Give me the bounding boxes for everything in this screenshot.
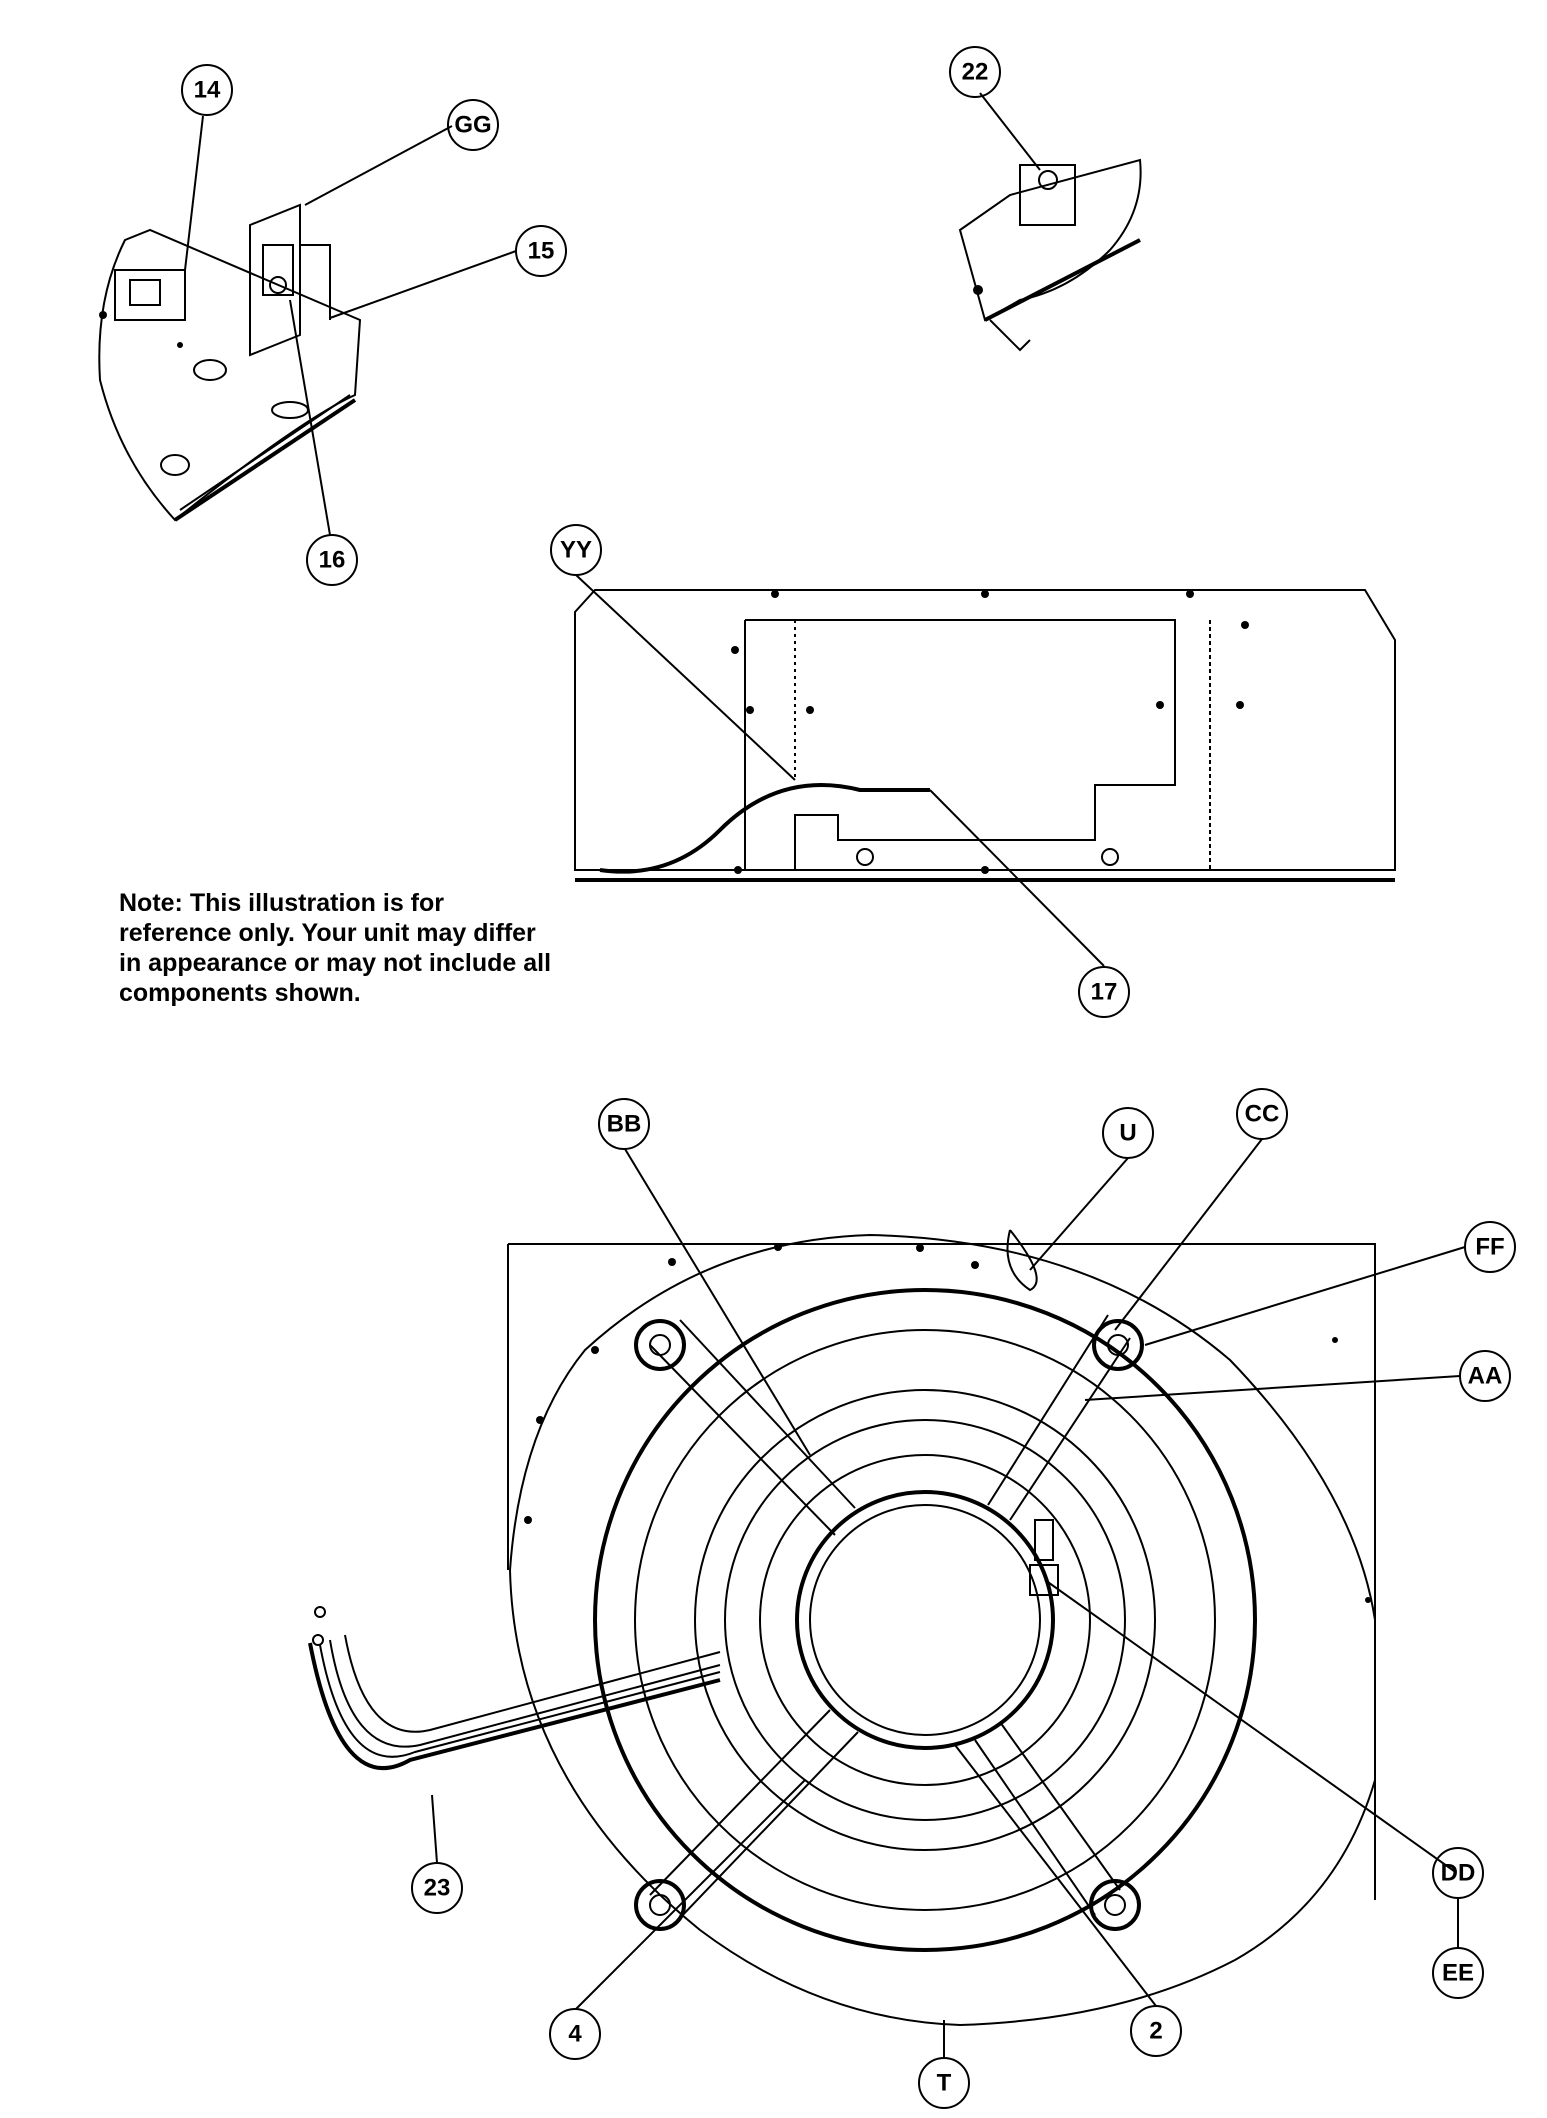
svg-text:14: 14 bbox=[194, 77, 221, 104]
callout-14: 14 bbox=[181, 64, 233, 116]
svg-text:DD: DD bbox=[1441, 1860, 1476, 1887]
svg-text:16: 16 bbox=[319, 547, 346, 574]
callout-aa: AA bbox=[1459, 1350, 1511, 1402]
callout-t: T bbox=[918, 2057, 970, 2109]
control-bracket-assembly bbox=[98, 203, 362, 522]
svg-text:17: 17 bbox=[1091, 979, 1118, 1006]
callout-bb: BB bbox=[598, 1098, 650, 1150]
svg-text:22: 22 bbox=[962, 59, 989, 86]
callout-ee: EE bbox=[1432, 1947, 1484, 1999]
leader-lines bbox=[184, 92, 1466, 2058]
callout-22: 22 bbox=[949, 46, 1001, 98]
svg-text:U: U bbox=[1119, 1120, 1136, 1147]
blower-panel bbox=[574, 589, 1396, 882]
blower-housing bbox=[308, 1229, 1376, 2027]
reference-note: Note: This illustration is for reference… bbox=[119, 889, 552, 1007]
callout-2: 2 bbox=[1130, 2005, 1182, 2057]
svg-text:FF: FF bbox=[1475, 1234, 1504, 1261]
svg-text:4: 4 bbox=[568, 2021, 582, 2048]
callout-15: 15 bbox=[515, 225, 567, 277]
svg-text:CC: CC bbox=[1245, 1101, 1280, 1128]
callout-yy: YY bbox=[550, 524, 602, 576]
svg-text:AA: AA bbox=[1468, 1363, 1503, 1390]
callout-4: 4 bbox=[549, 2008, 601, 2060]
callout-u: U bbox=[1102, 1107, 1154, 1159]
svg-text:GG: GG bbox=[454, 112, 491, 139]
svg-text:T: T bbox=[937, 2070, 952, 2097]
callout-17: 17 bbox=[1078, 966, 1130, 1018]
callout-ff: FF bbox=[1464, 1221, 1516, 1273]
svg-text:15: 15 bbox=[528, 238, 555, 265]
svg-text:2: 2 bbox=[1149, 2018, 1162, 2045]
terminal-bracket-assembly bbox=[958, 158, 1142, 352]
callout-dd: DD bbox=[1432, 1847, 1484, 1899]
svg-text:YY: YY bbox=[560, 537, 592, 564]
callout-23: 23 bbox=[411, 1862, 463, 1914]
svg-text:BB: BB bbox=[607, 1111, 642, 1138]
callout-gg: GG bbox=[447, 99, 499, 151]
callouts: 14 GG 15 16 22 YY 17 BB U CC FF AA DD EE… bbox=[181, 46, 1516, 2109]
svg-text:23: 23 bbox=[424, 1875, 451, 1902]
svg-text:EE: EE bbox=[1442, 1960, 1474, 1987]
callout-16: 16 bbox=[306, 534, 358, 586]
callout-cc: CC bbox=[1236, 1088, 1288, 1140]
